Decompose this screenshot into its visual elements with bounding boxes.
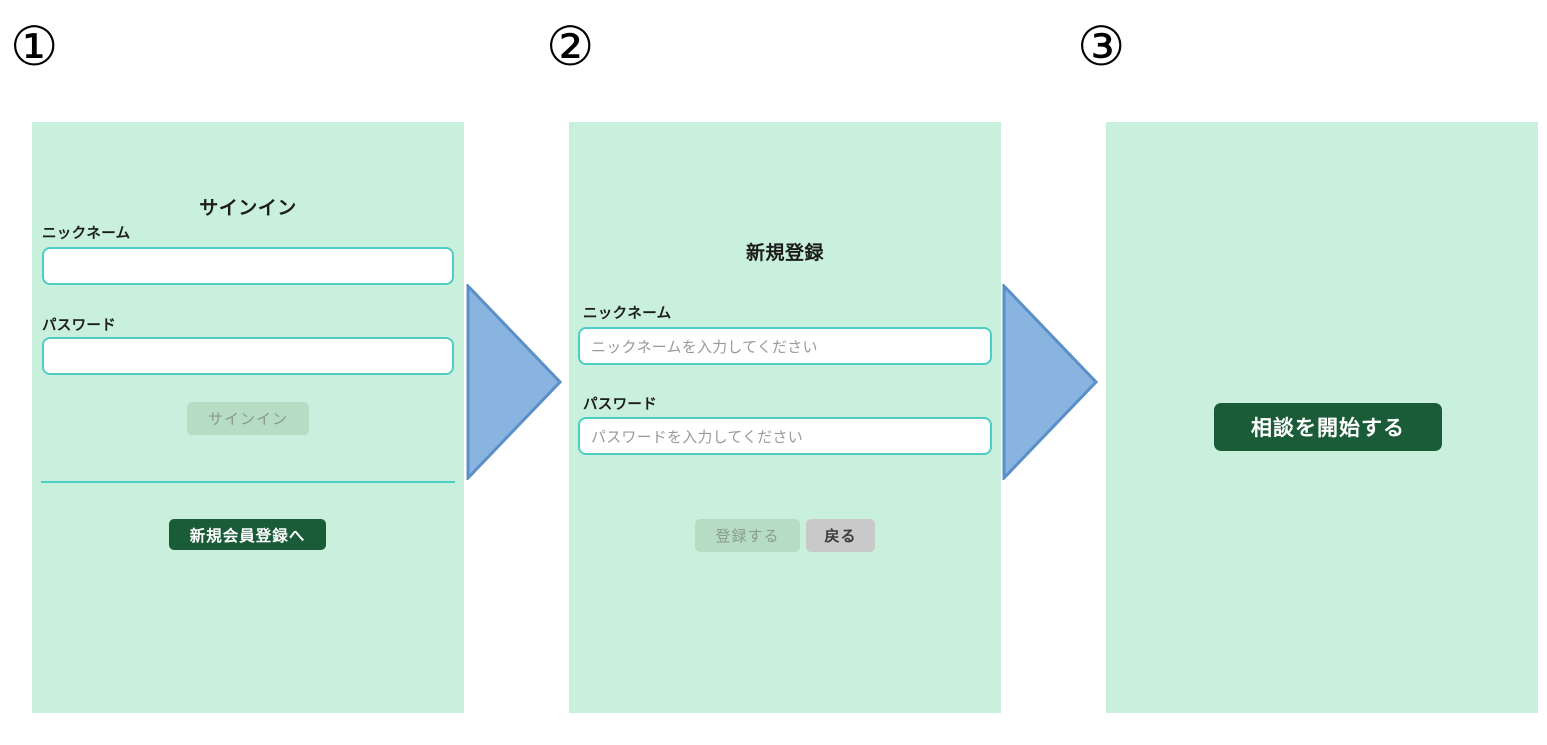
nickname-label: ニックネーム	[42, 226, 131, 242]
screen-signin: サインイン ニックネーム パスワード サインイン 新規会員登録へ	[32, 122, 464, 713]
password-input[interactable]	[42, 337, 454, 375]
password-label: パスワード	[42, 318, 116, 334]
password-input-placeholder: パスワードを入力してください	[591, 428, 803, 446]
step-marker-3: ③	[1077, 15, 1126, 78]
flow-arrow-2-to-3	[1002, 282, 1099, 482]
section-divider	[41, 481, 455, 483]
nickname-label: ニックネーム	[583, 306, 672, 322]
password-label: パスワード	[583, 397, 657, 413]
screen-register: 新規登録 ニックネーム ニックネームを入力してください パスワード パスワードを…	[569, 122, 1001, 713]
back-button[interactable]: 戻る	[806, 519, 875, 552]
go-to-register-button[interactable]: 新規会員登録へ	[169, 519, 326, 550]
nickname-input[interactable]	[42, 247, 454, 285]
start-consultation-button[interactable]: 相談を開始する	[1214, 403, 1442, 451]
signin-button[interactable]: サインイン	[187, 402, 309, 435]
screen-start-consultation: 相談を開始する	[1106, 122, 1538, 713]
page-title: 新規登録	[745, 243, 824, 264]
password-input[interactable]: パスワードを入力してください	[578, 417, 992, 455]
register-submit-button[interactable]: 登録する	[695, 519, 800, 552]
page-title: サインイン	[199, 198, 297, 219]
step-marker-1: ①	[10, 15, 59, 78]
step-marker-2: ②	[546, 15, 595, 78]
flow-arrow-1-to-2	[466, 282, 563, 482]
nickname-input-placeholder: ニックネームを入力してください	[591, 338, 818, 356]
nickname-input[interactable]: ニックネームを入力してください	[578, 327, 992, 365]
